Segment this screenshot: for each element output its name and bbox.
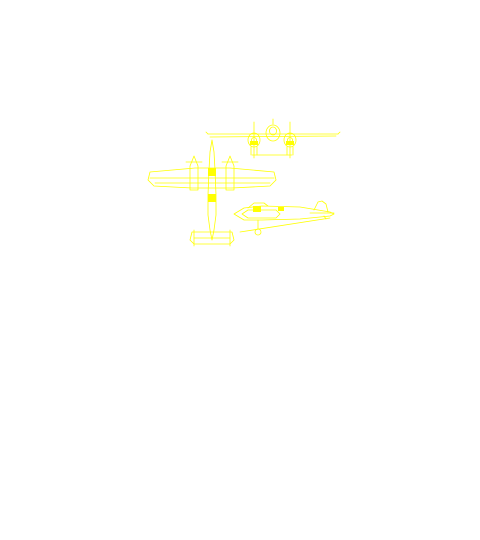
aircraft-front-view-icon	[206, 119, 340, 158]
front-view-marking-icon	[250, 141, 258, 145]
aircraft-side-view-icon	[234, 201, 334, 235]
side-view-marking-icon	[253, 206, 261, 212]
aircraft-top-view-icon	[148, 140, 276, 246]
side-view-marking-icon	[278, 207, 284, 211]
front-view-marking-icon	[286, 141, 294, 145]
top-view-marking-icon	[208, 194, 216, 202]
top-view-marking-icon	[208, 168, 216, 176]
